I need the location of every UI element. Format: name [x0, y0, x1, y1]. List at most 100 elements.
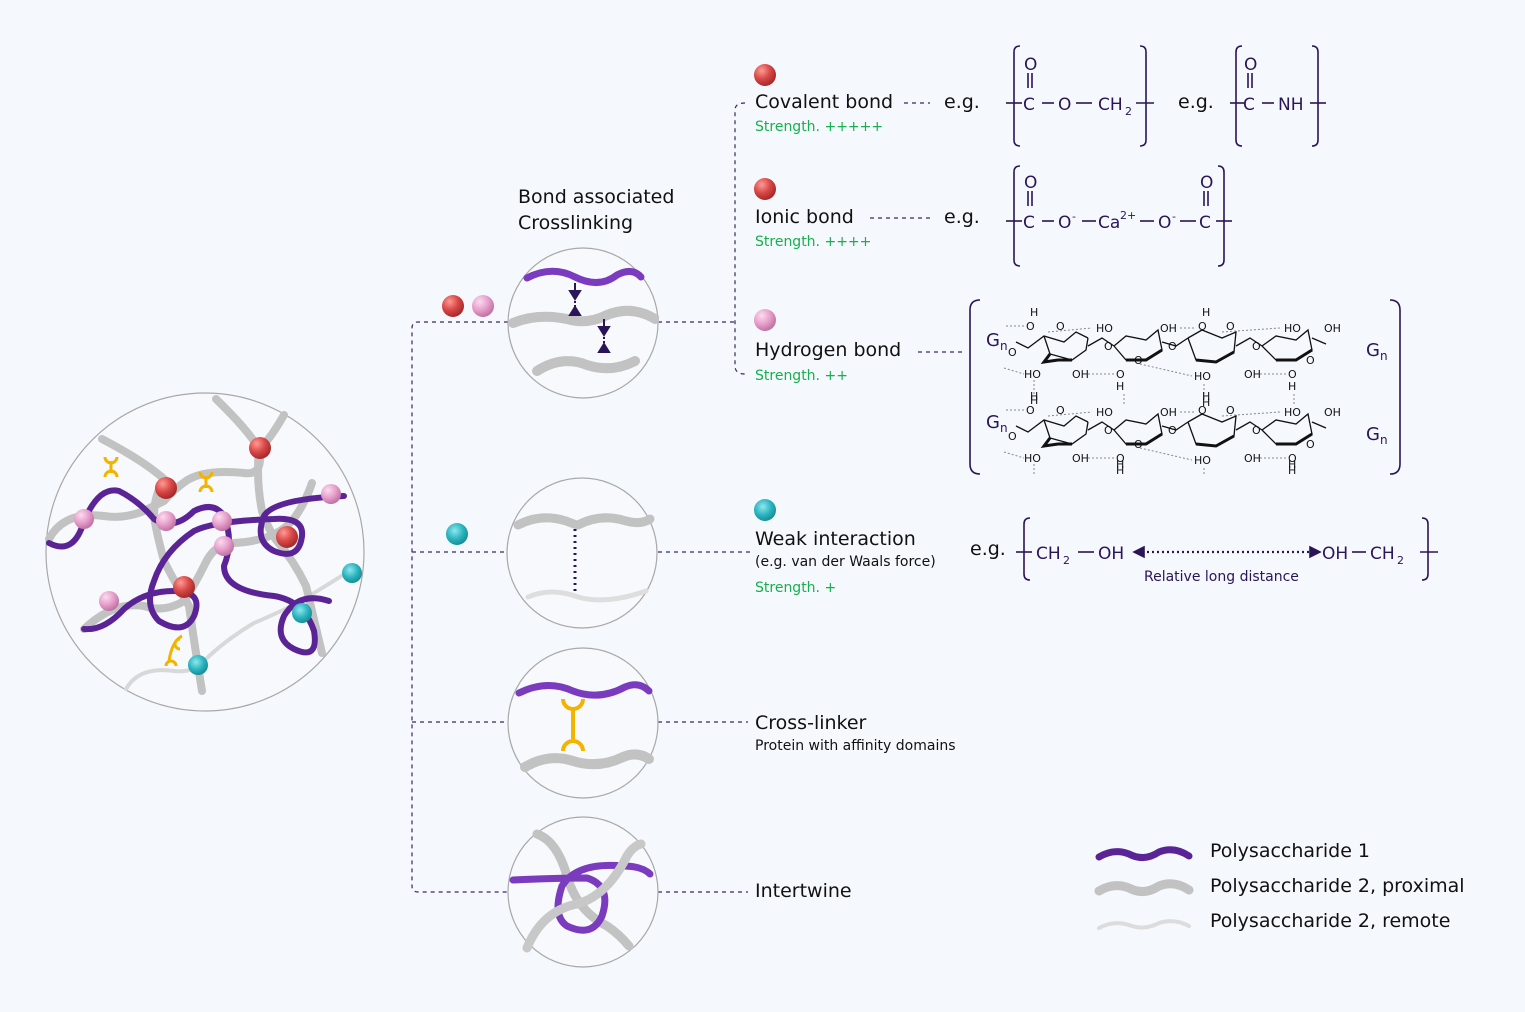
covalent-strength: Strength. +++++ — [755, 119, 884, 135]
hydrogen-node — [214, 536, 234, 556]
svg-text:NH: NH — [1278, 95, 1304, 115]
svg-text:H: H — [1288, 380, 1296, 393]
network-boundary — [45, 392, 365, 712]
svg-text:C: C — [1243, 95, 1255, 115]
polysaccharide1-strand — [523, 267, 645, 286]
bond-nodes — [74, 437, 362, 675]
polysaccharide2-proximal-swatch — [1094, 879, 1194, 896]
distance-label: Relative long distance — [1144, 569, 1299, 584]
svg-text:n: n — [1000, 339, 1008, 353]
ester-formula: O C O CH 2 — [1006, 45, 1154, 147]
svg-text:O: O — [1104, 340, 1113, 353]
intertwine-label: Intertwine — [755, 880, 852, 902]
legend-item-polysaccharide-1: Polysaccharide 1 — [1210, 840, 1371, 862]
weak-interaction-sublabel: (e.g. van der Waals force) — [755, 554, 936, 570]
weak-eg: e.g. — [970, 538, 1006, 560]
svg-text:O: O — [1024, 173, 1037, 193]
hydrogen-node — [212, 511, 232, 531]
weak-category-ball — [446, 523, 468, 545]
svg-text:O: O — [1288, 368, 1297, 381]
svg-text:Ca: Ca — [1098, 213, 1120, 233]
svg-text:H: H — [1116, 458, 1124, 471]
svg-text:G: G — [1366, 424, 1380, 445]
red-ball-icon — [442, 295, 464, 317]
hydrogen-ball-icon — [754, 309, 776, 331]
svg-text:H: H — [1030, 394, 1038, 407]
svg-text:O: O — [1158, 213, 1171, 233]
weak-node — [292, 603, 312, 623]
polysaccharide2-strand — [532, 356, 640, 376]
polysaccharide2-strand — [508, 305, 659, 328]
svg-text:H: H — [1030, 306, 1038, 319]
svg-text:C: C — [1199, 213, 1211, 233]
pink-ball-icon — [472, 295, 494, 317]
svg-text:O: O — [1024, 55, 1037, 75]
svg-text:O: O — [1116, 368, 1125, 381]
covalent-ball-icon — [754, 64, 776, 86]
svg-text:n: n — [1380, 433, 1388, 447]
covalent-node — [249, 437, 271, 459]
svg-text:OH: OH — [1160, 322, 1177, 335]
hydrogen-bond-label: Hydrogen bond — [755, 339, 902, 361]
teal-ball-icon — [446, 523, 468, 545]
intertwine-circle — [507, 816, 659, 968]
weak-ball-icon — [754, 499, 776, 521]
hydrogen-strength: Strength. ++ — [755, 368, 848, 384]
svg-text:HO: HO — [1096, 322, 1113, 335]
svg-text:CH: CH — [1370, 544, 1395, 564]
crosslinker-label: Cross-linker — [755, 712, 867, 734]
svg-text:CH: CH — [1036, 544, 1061, 564]
amide-formula: O C NH — [1230, 45, 1326, 147]
svg-text:C: C — [1023, 95, 1035, 115]
svg-text:-: - — [1072, 210, 1076, 223]
covalent-eg: e.g. — [944, 91, 980, 113]
weak-strength: Strength. + — [755, 580, 837, 596]
svg-text:O: O — [1026, 320, 1035, 333]
ionic-strength: Strength. ++++ — [755, 234, 872, 250]
crosslinker-sublabel: Protein with affinity domains — [755, 738, 956, 754]
svg-text:2: 2 — [1063, 554, 1070, 567]
svg-text:O: O — [1058, 95, 1071, 115]
svg-text:CH: CH — [1098, 95, 1123, 115]
svg-text:n: n — [1380, 349, 1388, 363]
title-line-1: Bond associated — [518, 186, 675, 208]
svg-text:O: O — [1306, 354, 1315, 367]
hydrogen-node — [321, 484, 341, 504]
hydrogen-node — [99, 591, 119, 611]
svg-text:OH: OH — [1072, 368, 1089, 381]
category-title: Bond associated Crosslinking — [518, 184, 674, 236]
title-line-2: Crosslinking — [518, 212, 634, 234]
svg-text:O: O — [1134, 354, 1143, 367]
covalent-bond-label: Covalent bond — [755, 91, 894, 113]
hydrogen-node — [74, 509, 94, 529]
svg-text:H: H — [1202, 306, 1210, 319]
svg-text:2: 2 — [1397, 554, 1404, 567]
svg-text:G: G — [1366, 340, 1380, 361]
legend: Polysaccharide 1 Polysaccharide 2, proxi… — [1094, 838, 1494, 948]
svg-text:O: O — [1198, 320, 1207, 333]
svg-text:G: G — [986, 412, 1000, 433]
svg-text:G: G — [986, 330, 1000, 351]
legend-item-polysaccharide-2-remote: Polysaccharide 2, remote — [1210, 910, 1451, 932]
svg-text:OH: OH — [1244, 368, 1261, 381]
svg-text:-: - — [1172, 210, 1176, 223]
svg-text:OH: OH — [1098, 544, 1124, 564]
svg-text:2+: 2+ — [1120, 209, 1136, 222]
bond-crosslinking-circle — [507, 247, 659, 399]
svg-text:O: O — [1056, 320, 1065, 333]
svg-text:HO: HO — [1194, 370, 1211, 383]
legend-item-polysaccharide-2-proximal: Polysaccharide 2, proximal — [1210, 875, 1465, 897]
crosslinker-links — [103, 456, 214, 667]
svg-text:2: 2 — [1125, 105, 1132, 118]
svg-text:O: O — [1226, 320, 1235, 333]
weak-node — [342, 563, 362, 583]
polysaccharide2-remote-strands — [124, 569, 351, 691]
ionic-node — [276, 526, 298, 548]
hydrogen-node — [156, 511, 176, 531]
svg-text:O: O — [1200, 173, 1213, 193]
svg-text:O: O — [1244, 55, 1257, 75]
svg-text:O: O — [1008, 346, 1017, 359]
